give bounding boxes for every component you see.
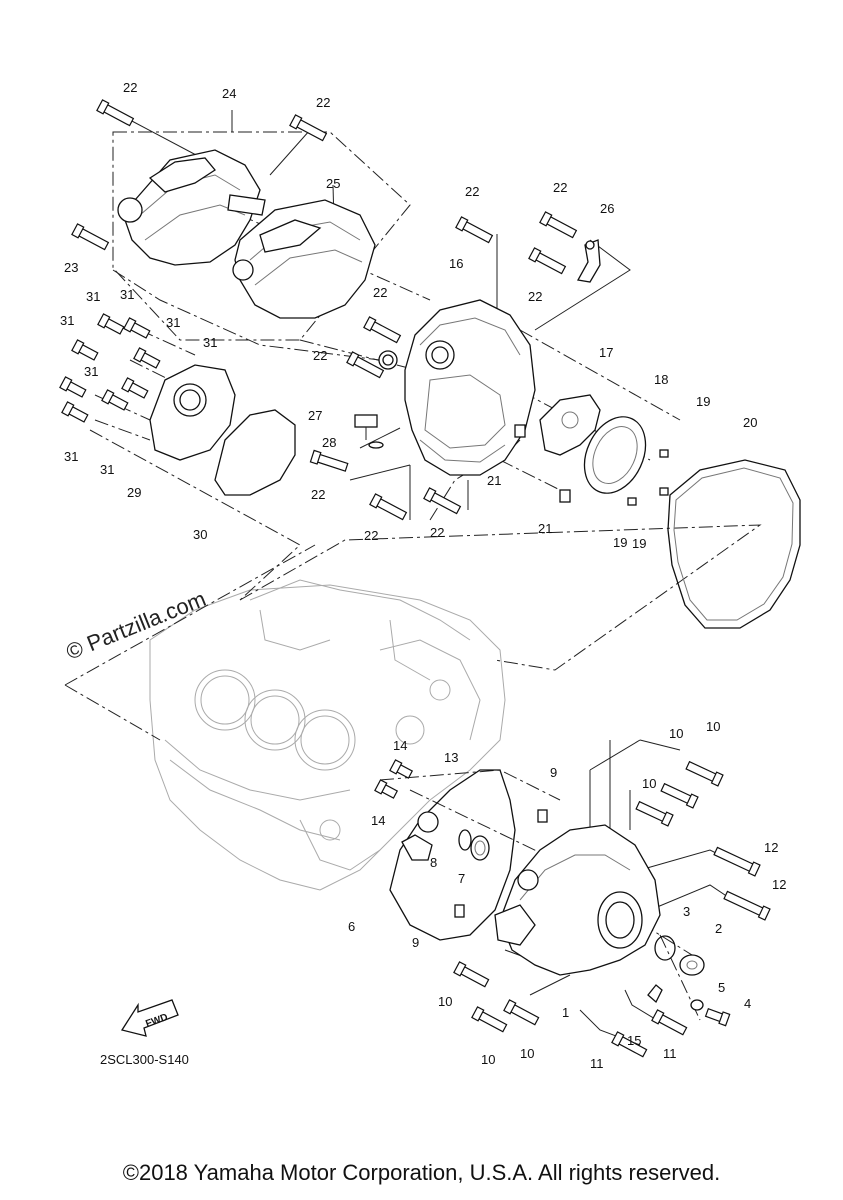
part-27-cap	[354, 414, 378, 440]
part-6-gasket	[389, 769, 516, 941]
callout: 21	[538, 521, 552, 536]
callout: 10	[706, 719, 720, 734]
callout: 24	[222, 86, 236, 101]
part-21-dowel-pin	[559, 489, 571, 503]
callout: 12	[772, 877, 786, 892]
part-19-screw	[659, 487, 669, 496]
callout: 6	[348, 919, 355, 934]
copyright-notice: ©2018 Yamaha Motor Corporation, U.S.A. A…	[122, 1160, 721, 1185]
part-1-crankcase-cover-right	[494, 824, 661, 976]
bolts-lower	[374, 759, 771, 1058]
callout: 14	[371, 813, 385, 828]
callout: 22	[123, 80, 137, 95]
callout: 22	[313, 348, 327, 363]
callout: 20	[743, 415, 757, 430]
part-28-o-ring	[368, 441, 384, 449]
diagram-code: 2SCL300-S140	[100, 1052, 189, 1067]
watermark: © Partzilla.com	[63, 586, 210, 665]
part-21-dowel-pin	[514, 424, 526, 438]
callout: 15	[627, 1033, 641, 1048]
part-25-crankcase-cover-inner	[232, 199, 376, 319]
part-9-dowel-pin	[537, 809, 548, 823]
callout: 30	[193, 527, 207, 542]
callout: 7	[458, 871, 465, 886]
callout: 11	[590, 1056, 604, 1071]
callout: 3	[683, 904, 690, 919]
callout: 31	[64, 449, 78, 464]
part-18-oil-seal	[583, 416, 647, 494]
part-7-oil-seal	[470, 835, 490, 861]
callout: 31	[60, 313, 74, 328]
part-9-dowel-pin	[454, 904, 465, 918]
callout: 11	[663, 1046, 677, 1061]
callout: 28	[322, 435, 336, 450]
callout: 31	[86, 289, 100, 304]
part-20-gasket	[667, 459, 801, 629]
callout: 22	[465, 184, 479, 199]
callout: 14	[393, 738, 407, 753]
part-5-washer	[690, 999, 704, 1011]
crankcase-ghost	[149, 579, 506, 891]
callout: 10	[481, 1052, 495, 1067]
callout: 4	[744, 996, 751, 1011]
callout-labels: 22 24 22 25 23 22 22 26 22 16 22 22 17 1…	[60, 80, 786, 1071]
fwd-arrow-icon: FWD	[120, 999, 179, 1037]
part-17-plate	[539, 394, 601, 456]
callout: 22	[373, 285, 387, 300]
callout: 17	[599, 345, 613, 360]
callout: 19	[613, 535, 627, 550]
callout: 12	[764, 840, 778, 855]
callout: 25	[326, 176, 340, 191]
callout: 10	[438, 994, 452, 1009]
part-3-o-ring	[654, 935, 676, 961]
callout: 9	[550, 765, 557, 780]
callout: 22	[553, 180, 567, 195]
callout: 10	[642, 776, 656, 791]
callout: 22	[311, 487, 325, 502]
part-19-screw	[659, 449, 669, 458]
part-15-clamp	[647, 984, 663, 1004]
part-8-circlip	[458, 829, 472, 851]
part-24-crankcase-cover-outer	[117, 149, 266, 266]
callout: 13	[444, 750, 458, 765]
callout: 21	[487, 473, 501, 488]
callout: 31	[166, 315, 180, 330]
callout: 5	[718, 980, 725, 995]
callout: 18	[654, 372, 668, 387]
callout: 23	[64, 260, 78, 275]
callout: 9	[412, 935, 419, 950]
callout: 1	[562, 1005, 569, 1020]
callout: 10	[669, 726, 683, 741]
callout: 29	[127, 485, 141, 500]
callout: 22	[316, 95, 330, 110]
callout: 31	[84, 364, 98, 379]
callout: 8	[430, 855, 437, 870]
callout: 16	[449, 256, 463, 271]
part-30-gasket	[214, 409, 296, 496]
callout: 31	[203, 335, 217, 350]
bolts-upper	[59, 99, 578, 521]
callout: 31	[100, 462, 114, 477]
callout: 10	[520, 1046, 534, 1061]
callout: 31	[120, 287, 134, 302]
callout: 26	[600, 201, 614, 216]
callout: 19	[632, 536, 646, 551]
callout: 19	[696, 394, 710, 409]
callout: 22	[364, 528, 378, 543]
part-16-crankcase-cover	[378, 299, 536, 476]
part-26-bracket	[576, 239, 601, 283]
callout: 27	[308, 408, 322, 423]
part-2-plug	[679, 954, 705, 976]
callout: 2	[715, 921, 722, 936]
callout: 22	[430, 525, 444, 540]
part-19-screw	[627, 497, 637, 506]
part-29-cover	[149, 364, 236, 461]
part-13-bracket	[401, 834, 433, 861]
callout: 22	[528, 289, 542, 304]
